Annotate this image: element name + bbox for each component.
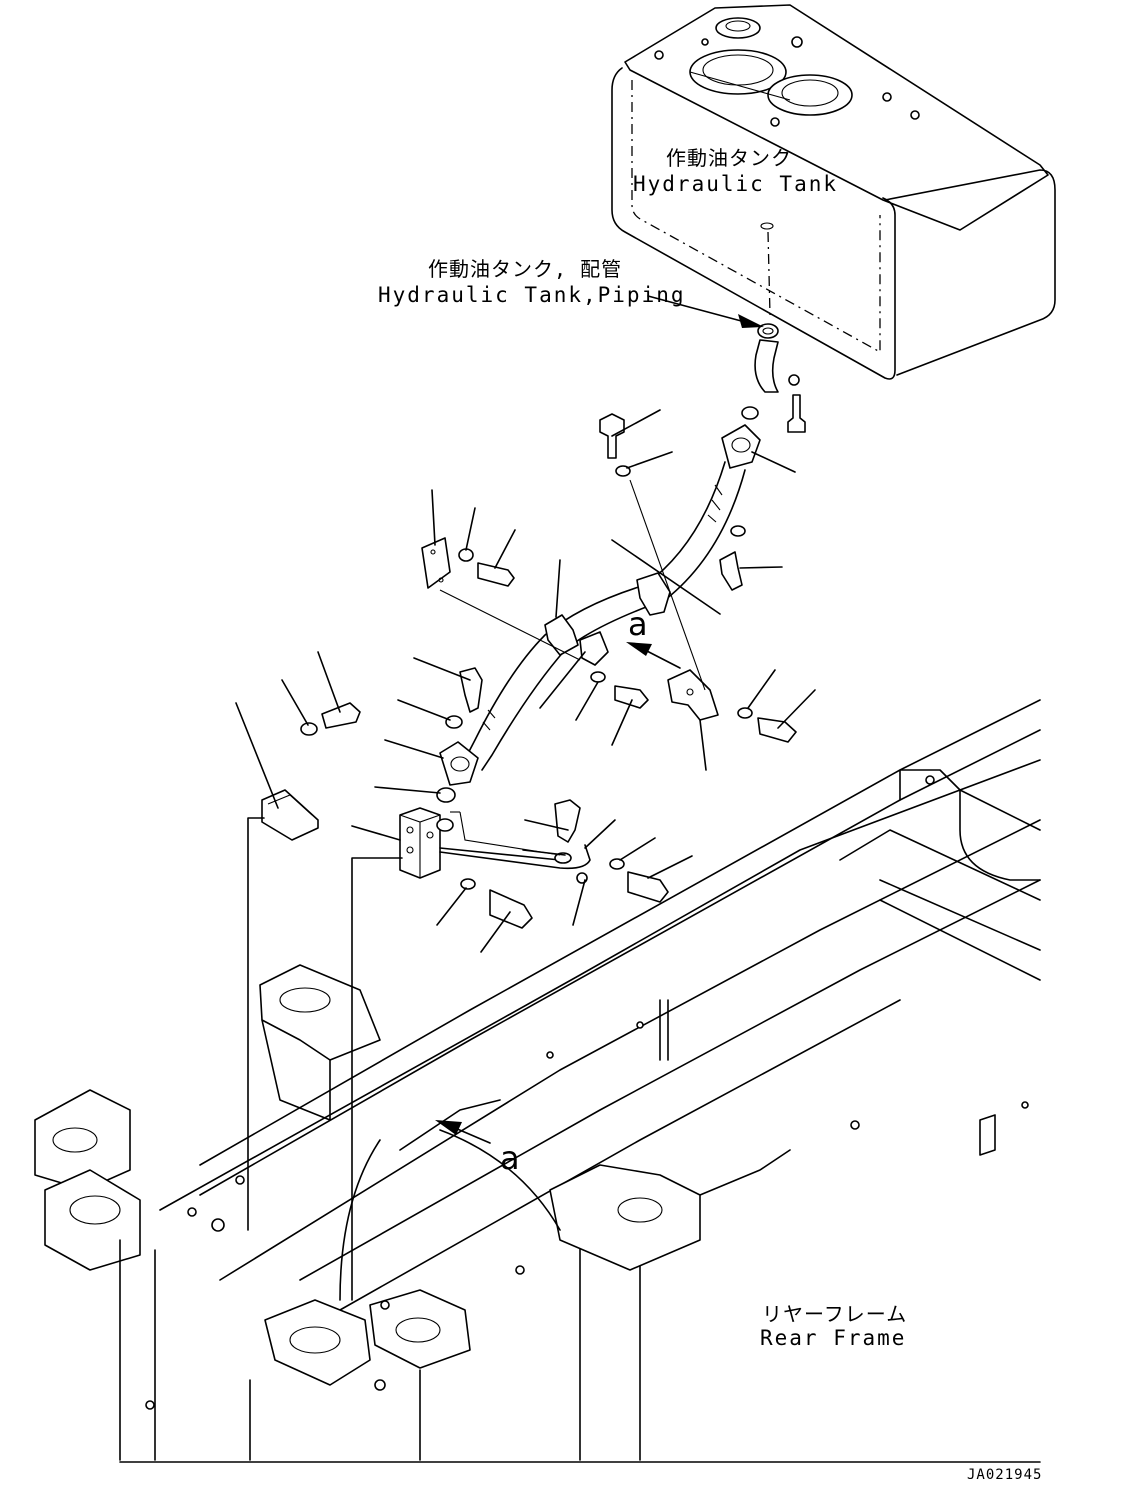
valve-block — [399, 799, 669, 929]
piping-arrow-icon — [738, 314, 764, 328]
piping-label-en: Hydraulic Tank,Piping — [378, 283, 686, 307]
tank-label-en: Hydraulic Tank — [633, 172, 839, 196]
hose-bracket — [261, 702, 361, 841]
piping-leader-line — [647, 295, 746, 323]
view-a-upper-arrow-icon — [626, 642, 652, 656]
view-a-lower-label: a — [500, 1139, 520, 1177]
drawing-code: JA021945 — [967, 1467, 1043, 1483]
tank-outlet-elbow — [741, 323, 806, 433]
fasteners-upper — [421, 413, 797, 803]
callout-leaders — [235, 409, 816, 1301]
view-a-upper-leader — [644, 649, 681, 669]
rear-frame — [34, 699, 1041, 1461]
piping-label-jp: 作動油タンク, 配管 — [428, 257, 623, 281]
tank-label-jp: 作動油タンク — [666, 146, 792, 170]
frame-label-en: Rear Frame — [760, 1326, 907, 1350]
view-a-lower-arrow-icon — [435, 1120, 462, 1135]
hydraulic-tank — [611, 4, 1056, 380]
view-a-upper-label: a — [628, 605, 648, 643]
hydraulic-hose — [439, 424, 761, 786]
view-a-lower-leader — [454, 1127, 491, 1144]
frame-label-jp: リヤーフレーム — [762, 1302, 908, 1326]
